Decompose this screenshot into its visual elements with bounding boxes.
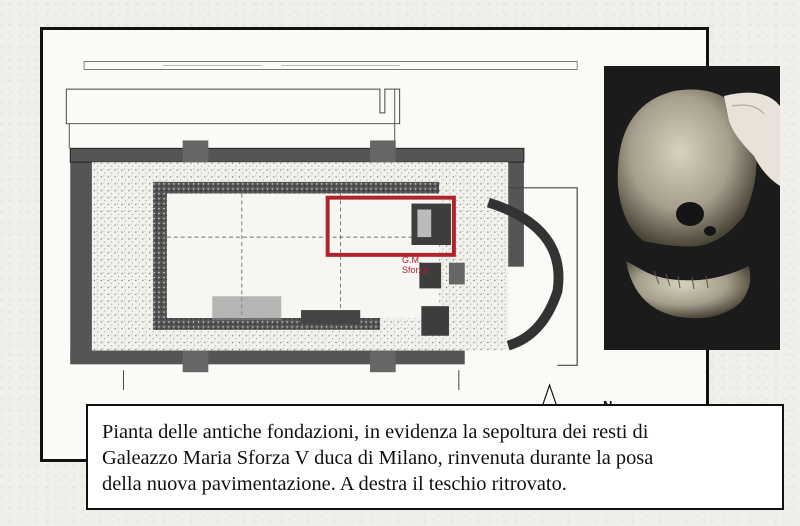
caption-box: Pianta delle antiche fondazioni, in evid… (86, 404, 784, 510)
floor-plan-drawing (65, 61, 578, 421)
skull-image (604, 66, 780, 350)
caption-line-2: Galeazzo Maria Sforza V duca di Milano, … (102, 447, 654, 469)
caption-line-1: Pianta delle antiche fondazioni, in evid… (102, 421, 649, 443)
plan-frame: G.M. Sforza N (40, 27, 709, 462)
skull-photo (604, 66, 780, 350)
sforza-tomb-label: G.M. Sforza (402, 255, 429, 275)
caption-line-3: della nuova pavimentazione. A destra il … (102, 473, 567, 495)
